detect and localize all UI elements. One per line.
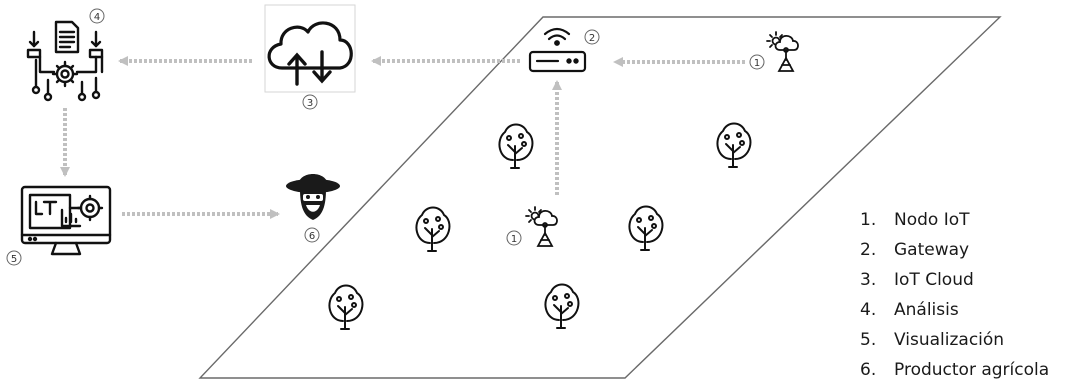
badge-gateway: 2 (589, 33, 595, 44)
badge-farmer: 6 (309, 231, 315, 242)
tree-icon (498, 123, 534, 169)
legend-item: 2. Gateway (860, 235, 1049, 265)
analysis-icon (26, 20, 104, 102)
legend-number: 4. (860, 300, 877, 320)
badge-analysis: 4 (94, 12, 100, 23)
legend-label: Análisis (894, 300, 959, 320)
legend-number: 1. (860, 210, 877, 230)
legend-label: Gateway (894, 240, 970, 260)
iot-sensor-icon (766, 31, 799, 72)
legend-item: 4. Análisis (860, 295, 1049, 325)
badge-cloud: 3 (307, 98, 313, 109)
legend-number: 3. (860, 270, 877, 290)
legend: 1. Nodo IoT 2. Gateway 3. IoT Cloud 4. Análi… (860, 205, 1049, 385)
legend-number: 6. (860, 360, 877, 380)
iot-sensor-icon (525, 206, 558, 247)
badge-node-top: 1 (754, 58, 760, 69)
field-parallelogram (198, 16, 1002, 379)
cloud-upload-download-icon (264, 4, 356, 93)
tree-icon (415, 206, 451, 252)
tree-icon (328, 284, 364, 330)
farmer-icon (286, 174, 340, 220)
tree-icon (544, 283, 580, 329)
legend-label: Visualización (894, 330, 1005, 350)
legend-label: Productor agrícola (894, 360, 1050, 380)
tree-icon (628, 205, 664, 251)
router-icon (528, 27, 587, 73)
legend-item: 3. IoT Cloud (860, 265, 1049, 295)
legend-label: IoT Cloud (894, 270, 974, 290)
legend-item: 5. Visualización (860, 325, 1049, 355)
legend-number: 2. (860, 240, 877, 260)
legend-item: 6. Productor agrícola (860, 355, 1049, 385)
legend-number: 5. (860, 330, 877, 350)
badge-visualization: 5 (11, 254, 17, 265)
badge-node-center: 1 (511, 234, 517, 245)
tree-icon (716, 122, 752, 168)
data-flow-arrows (60, 56, 745, 219)
legend-label: Nodo IoT (894, 210, 970, 230)
monitor-dashboard-icon (20, 185, 112, 256)
legend-item: 1. Nodo IoT (860, 205, 1049, 235)
